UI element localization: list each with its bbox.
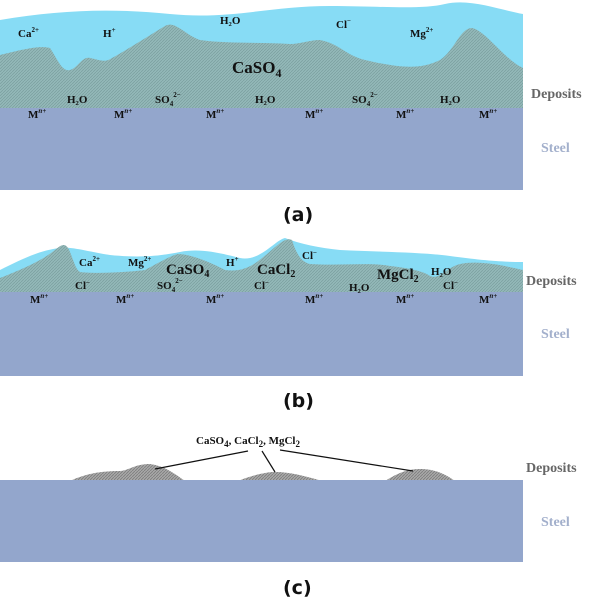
svg-text:Mn+: Mn+ <box>305 292 323 306</box>
svg-text:Mn+: Mn+ <box>114 107 132 121</box>
ion-cl: Cl− <box>254 279 269 292</box>
deposits-label: Deposits <box>526 461 577 476</box>
steel-label: Steel <box>541 515 570 530</box>
svg-text:Mn+: Mn+ <box>28 107 46 121</box>
svg-text:Mn+: Mn+ <box>479 107 497 121</box>
steel-layer <box>0 480 523 562</box>
svg-text:Mn+: Mn+ <box>396 107 414 121</box>
ion-h: H+ <box>226 255 239 269</box>
panel-c: CaSO4, CaCl2, MgCl2 Deposits Steel (c) <box>0 435 577 599</box>
svg-text:Mn+: Mn+ <box>30 292 48 306</box>
steel-label: Steel <box>541 141 570 156</box>
ion-mg: Mg2+ <box>128 255 151 269</box>
ion-h2o: H₂O <box>67 94 88 106</box>
deposit-mound <box>238 472 322 481</box>
ion-so4: SO42− <box>155 91 181 108</box>
ion-h: H+ <box>103 26 116 40</box>
panel-a: Ca2+ H+ H₂O Cl− Mg2+ CaSO4 H₂O SO42− H₂O… <box>0 2 582 226</box>
ion-so4: SO42− <box>157 277 183 294</box>
caption-c: (c) <box>283 577 312 599</box>
deposits-label: Deposits <box>526 274 577 289</box>
ion-ca: Ca2+ <box>79 255 100 269</box>
ion-mg: Mg2+ <box>410 26 433 40</box>
ion-h2o: H₂O <box>220 15 241 27</box>
ion-cl: Cl− <box>75 279 90 292</box>
ion-cl: Cl− <box>302 249 317 262</box>
ion-ca: Ca2+ <box>18 26 39 40</box>
ion-cl: Cl− <box>336 17 351 31</box>
steel-label: Steel <box>541 327 570 342</box>
svg-text:Mn+: Mn+ <box>206 107 224 121</box>
ion-cl: Cl− <box>443 279 458 292</box>
ion-h2o: H₂O <box>349 282 370 294</box>
ion-so4: SO42− <box>352 91 378 108</box>
ion-h2o: H₂O <box>440 94 461 106</box>
ion-h2o: H₂O <box>431 266 452 278</box>
compound-cacl2: CaCl2 <box>257 262 295 280</box>
metal-ions: Mn+ Mn+ Mn+ Mn+ Mn+ Mn+ <box>28 107 497 121</box>
svg-text:Mn+: Mn+ <box>396 292 414 306</box>
deposit-mound <box>385 469 455 481</box>
svg-text:Mn+: Mn+ <box>116 292 134 306</box>
svg-text:Mn+: Mn+ <box>305 107 323 121</box>
deposit-layer <box>0 239 523 292</box>
steel-layer <box>0 108 523 190</box>
compound-caso4: CaSO4 <box>232 58 281 80</box>
metal-ions: Mn+ Mn+ Mn+ Mn+ Mn+ Mn+ <box>30 292 497 306</box>
deposit-layer <box>0 24 523 109</box>
steel-layer <box>0 292 523 376</box>
caption-b: (b) <box>283 390 314 412</box>
svg-text:Mn+: Mn+ <box>479 292 497 306</box>
compound-caso4: CaSO4 <box>166 262 209 280</box>
compound-mgcl2: MgCl2 <box>377 267 419 285</box>
ion-h2o: H₂O <box>255 94 276 106</box>
panel-b: Ca2+ Mg2+ CaSO4 H+ CaCl2 Cl− MgCl2 H₂O H… <box>0 238 577 412</box>
deposits-label: Deposits <box>531 87 582 102</box>
compounds-label: CaSO4, CaCl2, MgCl2 <box>196 435 300 449</box>
caption-a: (a) <box>283 204 313 226</box>
svg-text:Mn+: Mn+ <box>206 292 224 306</box>
pointer-lines <box>154 449 414 473</box>
